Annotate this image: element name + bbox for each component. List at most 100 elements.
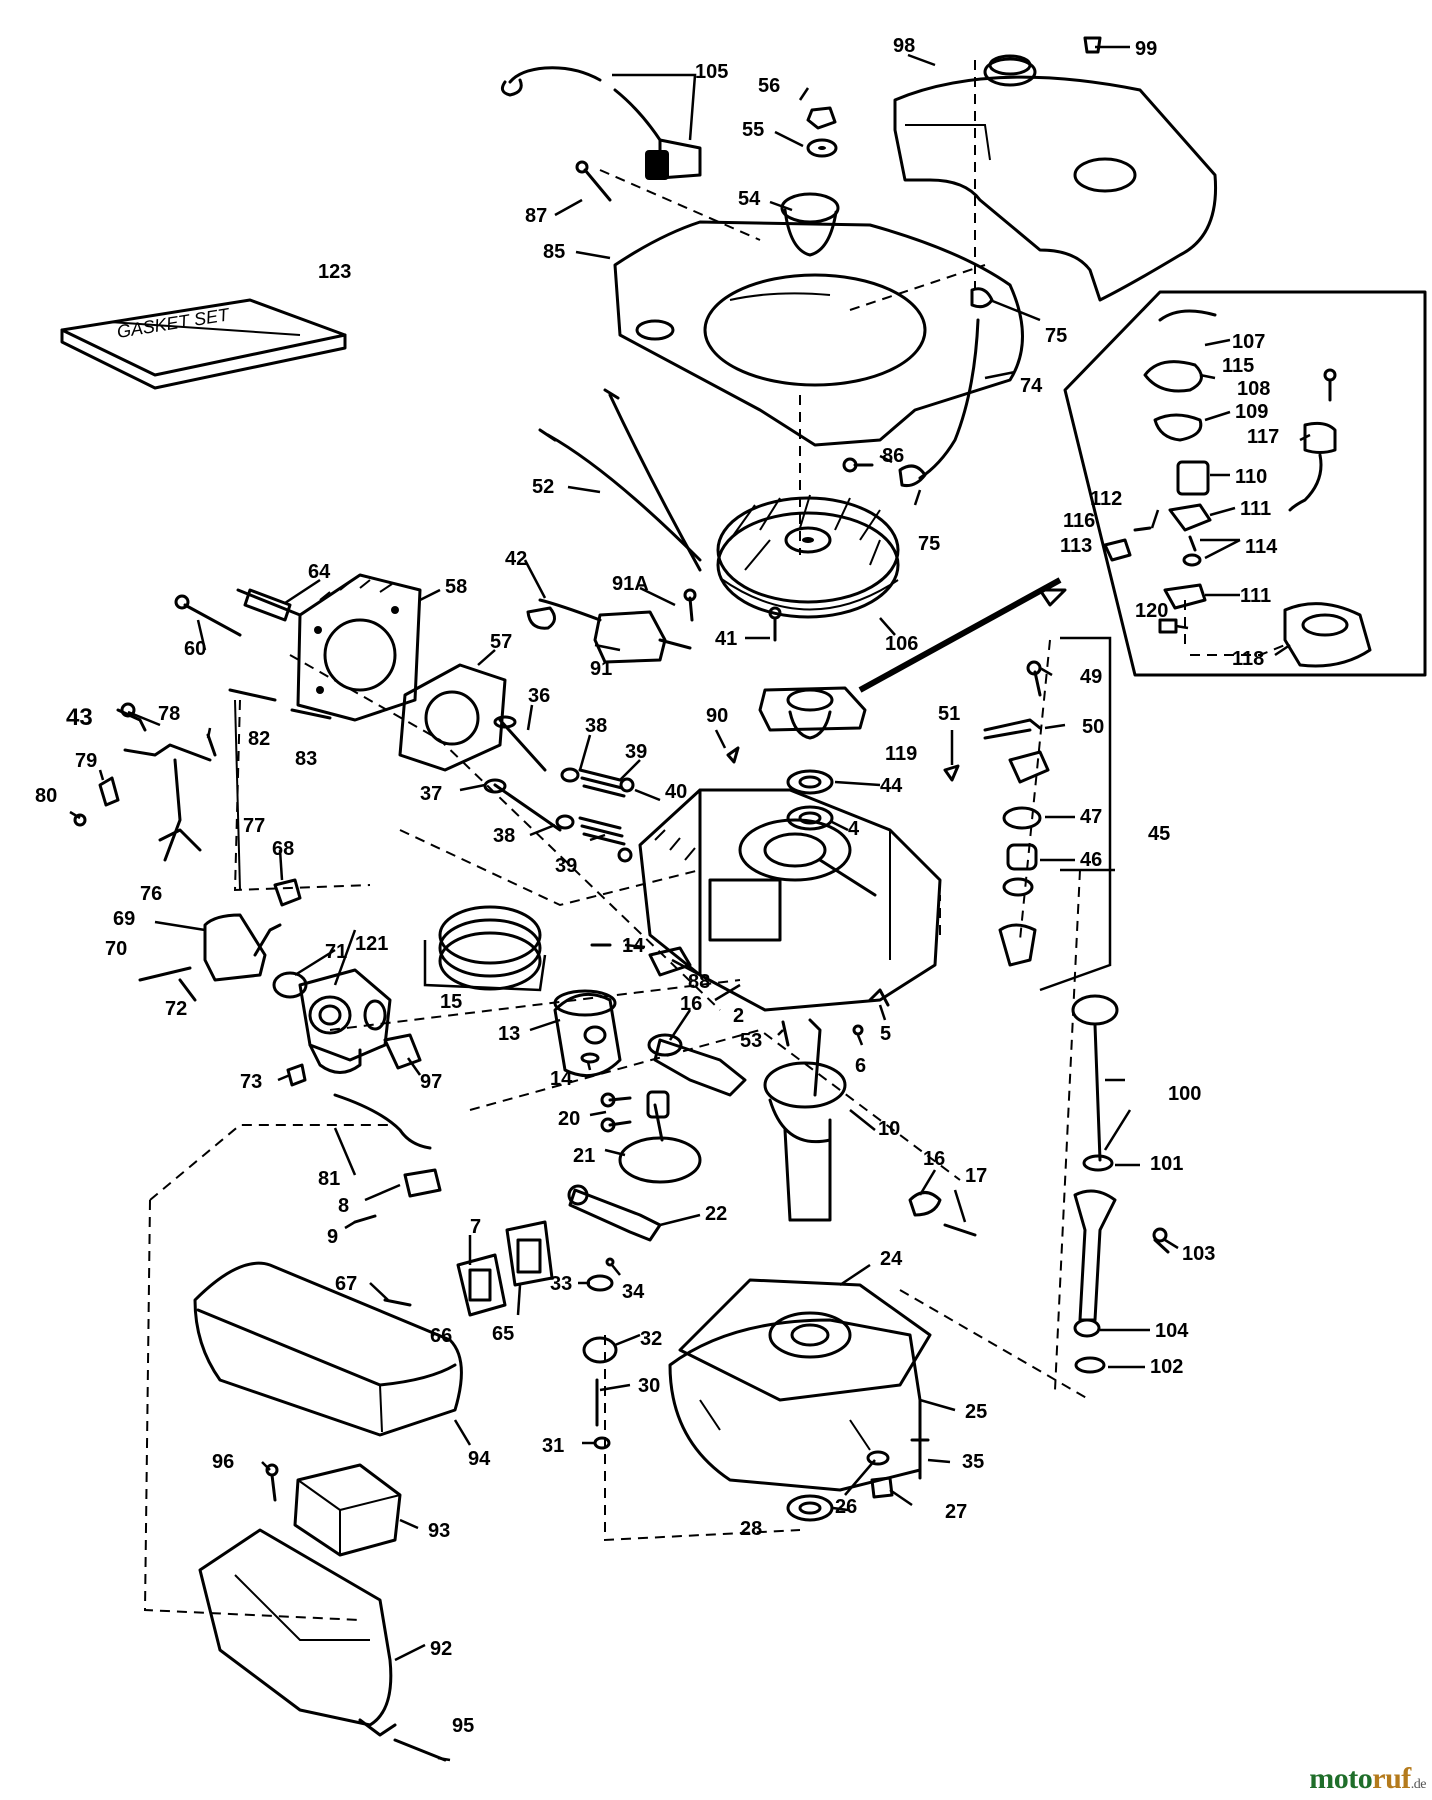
label-10: 10 — [878, 1118, 900, 1140]
label-114: 114 — [1245, 536, 1278, 558]
label-15: 15 — [440, 991, 462, 1013]
piston-clip-14-bottom — [580, 1052, 600, 1064]
flywheel — [716, 494, 900, 619]
fuel-tank — [893, 54, 1218, 302]
screw-9 — [353, 1214, 377, 1224]
label-28: 28 — [740, 1518, 762, 1540]
label-51: 51 — [938, 703, 960, 725]
label-111-top: 111 — [1240, 498, 1271, 520]
label-96: 96 — [212, 1451, 234, 1473]
watermark-part1: moto — [1309, 1762, 1373, 1795]
label-39-upper: 39 — [625, 741, 647, 763]
bowl-nut-73 — [286, 1063, 307, 1087]
pin-34 — [605, 1257, 615, 1267]
o-ring-101 — [1082, 1154, 1114, 1172]
gasket-set-envelope: GASKET SET — [60, 298, 347, 390]
label-97: 97 — [420, 1071, 442, 1093]
label-65: 65 — [492, 1323, 514, 1345]
label-75-bottom: 75 — [918, 533, 940, 555]
label-57: 57 — [490, 631, 512, 653]
label-6: 6 — [855, 1055, 866, 1077]
pin-5 — [868, 988, 890, 1007]
label-72: 72 — [165, 998, 187, 1020]
bolt-35 — [910, 1438, 930, 1480]
label-71: 71 — [325, 941, 347, 963]
label-104: 104 — [1155, 1320, 1189, 1342]
washer-31 — [593, 1436, 611, 1450]
label-24: 24 — [880, 1248, 903, 1270]
label-87: 87 — [525, 205, 547, 227]
label-8: 8 — [338, 1195, 349, 1217]
label-33: 33 — [550, 1273, 572, 1295]
label-105: 105 — [695, 61, 728, 83]
ignition-coil — [526, 598, 692, 664]
label-106: 106 — [885, 633, 918, 655]
label-38-lower: 38 — [493, 825, 515, 847]
gasket-88 — [648, 946, 692, 977]
label-32: 32 — [640, 1328, 662, 1350]
label-80: 80 — [35, 785, 57, 807]
label-98: 98 — [893, 35, 915, 57]
label-123: 123 — [318, 261, 351, 283]
label-52: 52 — [532, 476, 554, 498]
cylinder-block-2 — [638, 788, 942, 1012]
label-88: 88 — [688, 971, 710, 993]
retainer-38-lower — [555, 814, 575, 830]
screw-103 — [1152, 1227, 1170, 1254]
label-55: 55 — [742, 119, 764, 141]
label-25: 25 — [965, 1401, 987, 1423]
gasket-set-label: GASKET SET — [115, 304, 232, 342]
oil-seal-28 — [786, 1494, 834, 1522]
label-14-bottom: 14 — [550, 1068, 573, 1090]
label-109: 109 — [1235, 401, 1268, 423]
cylinder-head-58 — [296, 573, 422, 722]
label-83: 83 — [295, 748, 317, 770]
label-120: 120 — [1135, 600, 1168, 622]
spring-39-upper — [578, 768, 626, 798]
starter-rope-handle — [500, 66, 702, 180]
label-5: 5 — [880, 1023, 891, 1045]
lever-76 — [158, 828, 202, 852]
label-112: 112 — [1090, 488, 1122, 510]
breather-46 — [1002, 843, 1038, 897]
label-110: 110 — [1235, 466, 1267, 488]
screw-87 — [575, 160, 612, 202]
fuel-cap-vent — [1083, 36, 1102, 54]
label-20: 20 — [558, 1108, 580, 1130]
label-56: 56 — [758, 75, 780, 97]
piston-rings-15 — [423, 905, 547, 992]
leader-lines — [69, 45, 1311, 1762]
screw-95 — [393, 1738, 447, 1762]
intake-elbow-69 — [203, 913, 282, 982]
crankshaft-10 — [763, 1018, 847, 1222]
dipstick-100 — [1071, 994, 1119, 1162]
washer-33 — [586, 1274, 614, 1292]
label-78: 78 — [158, 703, 180, 725]
carburetor-121 — [298, 968, 392, 1074]
label-64: 64 — [308, 561, 331, 583]
pin-53 — [781, 1020, 790, 1047]
label-79: 79 — [75, 750, 97, 772]
pin-6 — [852, 1024, 864, 1036]
label-119: 119 — [885, 743, 917, 765]
label-40: 40 — [665, 781, 687, 803]
label-43: 43 — [66, 704, 93, 731]
label-31: 31 — [542, 1435, 564, 1457]
gasket-66 — [456, 1253, 507, 1317]
governor-32 — [582, 1336, 618, 1364]
keeper-40-upper — [619, 777, 635, 793]
label-103: 103 — [1182, 1243, 1215, 1265]
air-cleaner-cover-94 — [193, 1261, 463, 1437]
screw-67 — [383, 1298, 412, 1307]
label-26: 26 — [835, 1496, 857, 1518]
label-9: 9 — [327, 1226, 338, 1248]
label-95: 95 — [452, 1715, 474, 1737]
watermark-suffix: .de — [1410, 1777, 1427, 1792]
breaker-housing-119 — [758, 686, 867, 740]
tappets-20 — [600, 1092, 632, 1133]
governor-link-77 — [123, 699, 241, 891]
label-74: 74 — [1020, 375, 1043, 397]
gasket-47-plate — [1002, 750, 1050, 830]
motoruf-watermark: motoruf.de — [1309, 1762, 1426, 1796]
governor-arm-22 — [567, 1184, 662, 1242]
